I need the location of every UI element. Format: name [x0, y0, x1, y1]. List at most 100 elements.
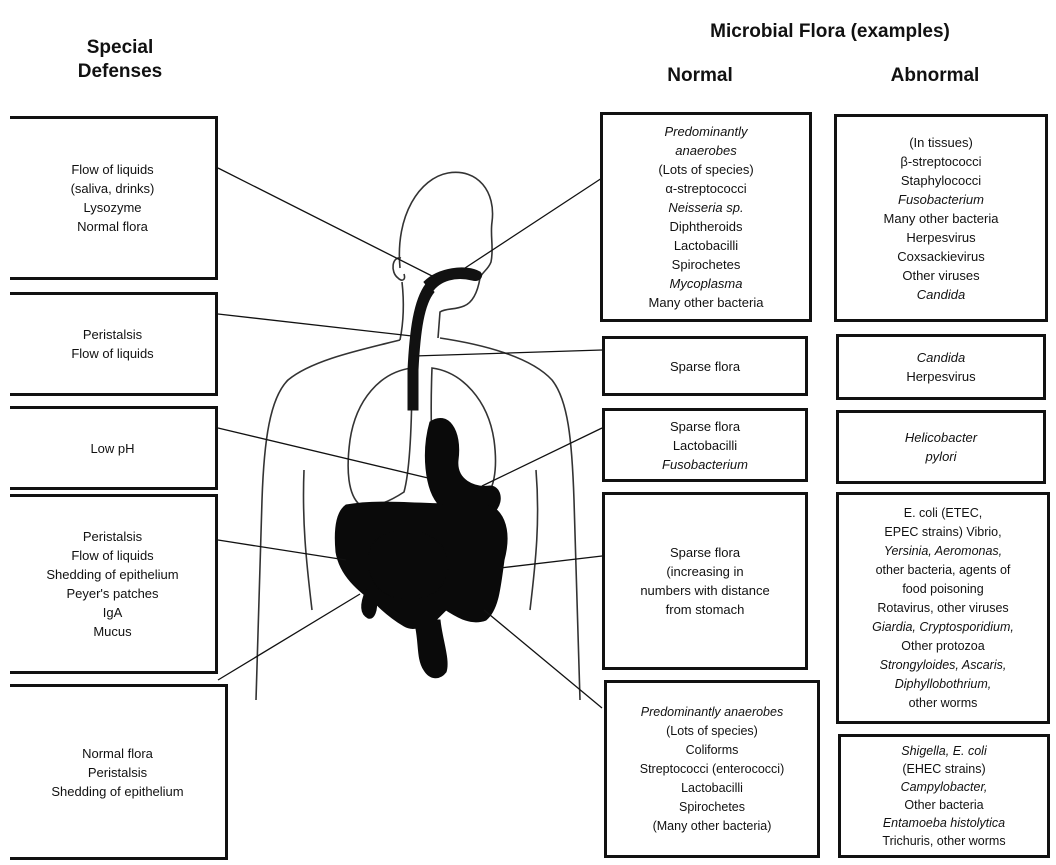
abnormal-small-intestine-line: Other protozoa — [901, 637, 984, 656]
abnormal-mouth-line: Fusobacterium — [898, 190, 984, 209]
normal-large-intestine-line: Lactobacilli — [681, 779, 743, 798]
abnormal-mouth-line: Candida — [917, 285, 965, 304]
normal-small-intestine-line: Sparse flora — [670, 543, 740, 562]
normal-large-intestine-line: (Many other bacteria) — [653, 817, 772, 836]
connector-large-intestine-defense — [218, 594, 360, 680]
normal-mouth-line: Diphtheroids — [670, 217, 743, 236]
defense-mouth-line: Lysozyme — [83, 198, 141, 217]
normal-mouth-line: Neisseria sp. — [668, 198, 743, 217]
normal-stomach-line: Fusobacterium — [662, 455, 748, 474]
defense-esophagus-line: Peristalsis — [83, 325, 142, 344]
defense-large-intestine-line: Shedding of epithelium — [51, 782, 183, 801]
defense-large-intestine-line: Normal flora — [82, 744, 153, 763]
abnormal-small-intestine-line: other bacteria, agents of — [876, 561, 1011, 580]
normal-mouth-line: Lactobacilli — [674, 236, 738, 255]
connector-mouth-normal — [462, 178, 602, 270]
defense-box-small-intestine: Peristalsis Flow of liquids Shedding of … — [10, 494, 218, 674]
esophagus — [408, 284, 434, 410]
normal-small-intestine-line: from stomach — [666, 600, 745, 619]
defense-mouth-line: Flow of liquids — [71, 160, 153, 179]
normal-flora-box-small-intestine: Sparse flora (increasing in numbers with… — [602, 492, 808, 670]
abnormal-small-intestine-line: E. coli (ETEC, — [904, 504, 983, 523]
left-lung — [348, 368, 412, 506]
defense-box-stomach: Low pH — [10, 406, 218, 490]
normal-flora-box-large-intestine: Predominantly anaerobes (Lots of species… — [604, 680, 820, 858]
abnormal-large-intestine-line: Trichuris, other worms — [882, 832, 1005, 850]
abnormal-small-intestine-line: other worms — [909, 694, 978, 713]
abnormal-mouth-line: Many other bacteria — [884, 209, 999, 228]
neck-back — [400, 282, 403, 340]
abnormal-small-intestine-line: Yersinia, Aeromonas, — [884, 542, 1002, 561]
rectum — [414, 620, 447, 678]
normal-mouth-line: Many other bacteria — [649, 293, 764, 312]
abnormal-mouth-line: Staphylococci — [901, 171, 981, 190]
normal-large-intestine-line: Spirochetes — [679, 798, 745, 817]
abnormal-flora-box-large-intestine: Shigella, E. coli (EHEC strains) Campylo… — [838, 734, 1050, 858]
normal-stomach-line: Sparse flora — [670, 417, 740, 436]
right-torso — [530, 470, 538, 610]
normal-mouth-line: anaerobes — [675, 141, 736, 160]
abnormal-mouth-line: Herpesvirus — [906, 228, 975, 247]
abnormal-stomach-line: pylori — [925, 447, 956, 466]
defense-small-intestine-line: IgA — [103, 603, 123, 622]
normal-esophagus-line: Sparse flora — [670, 357, 740, 376]
abnormal-large-intestine-line: Other bacteria — [904, 796, 983, 814]
abnormal-large-intestine-line: Campylobacter, — [901, 778, 988, 796]
abnormal-small-intestine-line: food poisoning — [902, 580, 983, 599]
defense-small-intestine-line: Peristalsis — [83, 527, 142, 546]
normal-mouth-line: α-streptococci — [665, 179, 746, 198]
connector-stomach-normal — [482, 428, 602, 486]
abnormal-small-intestine-line: Diphyllobothrium, — [895, 675, 992, 694]
defense-stomach-line: Low pH — [90, 439, 134, 458]
abnormal-mouth-line: (In tissues) — [909, 133, 973, 152]
abnormal-esophagus-line: Herpesvirus — [906, 367, 975, 386]
abnormal-flora-box-small-intestine: E. coli (ETEC, EPEC strains) Vibrio, Yer… — [836, 492, 1050, 724]
defense-small-intestine-line: Mucus — [93, 622, 131, 641]
abnormal-flora-box-stomach: Helicobacter pylori — [836, 410, 1046, 484]
abnormal-mouth-line: Other viruses — [902, 266, 979, 285]
normal-mouth-line: Predominantly — [664, 122, 747, 141]
normal-small-intestine-line: (increasing in — [666, 562, 743, 581]
abnormal-stomach-line: Helicobacter — [905, 428, 977, 447]
abnormal-large-intestine-line: (EHEC strains) — [902, 760, 985, 778]
defense-large-intestine-line: Peristalsis — [88, 763, 147, 782]
normal-large-intestine-line: Predominantly anaerobes — [641, 703, 783, 722]
connector-esophagus-defense — [218, 314, 412, 336]
small-intestine — [368, 530, 448, 599]
normal-small-intestine-line: numbers with distance — [640, 581, 769, 600]
abnormal-small-intestine-line: Strongyloides, Ascaris, — [880, 656, 1007, 675]
normal-stomach-line: Lactobacilli — [673, 436, 737, 455]
connector-stomach-defense — [218, 428, 428, 478]
abnormal-large-intestine-line: Entamoeba histolytica — [883, 814, 1005, 832]
stomach — [425, 418, 500, 516]
normal-mouth-line: Mycoplasma — [670, 274, 743, 293]
abnormal-small-intestine-line: Rotavirus, other viruses — [877, 599, 1008, 618]
abnormal-small-intestine-line: Giardia, Cryptosporidium, — [872, 618, 1014, 637]
connector-small-intestine-defense — [218, 540, 346, 560]
defense-mouth-line: (saliva, drinks) — [71, 179, 155, 198]
left-torso — [303, 470, 312, 610]
defense-box-esophagus: Peristalsis Flow of liquids — [10, 292, 218, 396]
normal-large-intestine-line: Coliforms — [686, 741, 739, 760]
normal-large-intestine-line: Streptococci (enterococci) — [640, 760, 785, 779]
normal-large-intestine-line: (Lots of species) — [666, 722, 758, 741]
abnormal-flora-box-mouth: (In tissues) β-streptococci Staphylococc… — [834, 114, 1048, 322]
oral-cavity — [424, 268, 482, 292]
abnormal-mouth-line: β-streptococci — [900, 152, 981, 171]
defense-small-intestine-line: Peyer's patches — [66, 584, 158, 603]
normal-flora-box-esophagus: Sparse flora — [602, 336, 808, 396]
connector-large-intestine-normal — [484, 610, 602, 708]
abnormal-large-intestine-line: Shigella, E. coli — [901, 742, 986, 760]
defense-mouth-line: Normal flora — [77, 217, 148, 236]
connector-small-intestine-normal — [500, 556, 602, 568]
abnormal-esophagus-line: Candida — [917, 348, 965, 367]
normal-flora-box-mouth: Predominantly anaerobes (Lots of species… — [600, 112, 812, 322]
normal-flora-box-stomach: Sparse flora Lactobacilli Fusobacterium — [602, 408, 808, 482]
connector-esophagus-normal — [414, 350, 602, 356]
normal-mouth-line: (Lots of species) — [658, 160, 753, 179]
defense-esophagus-line: Flow of liquids — [71, 344, 153, 363]
normal-mouth-line: Spirochetes — [672, 255, 741, 274]
defense-small-intestine-line: Shedding of epithelium — [46, 565, 178, 584]
defense-box-mouth: Flow of liquids (saliva, drinks) Lysozym… — [10, 116, 218, 280]
abnormal-small-intestine-line: EPEC strains) Vibrio, — [884, 523, 1001, 542]
